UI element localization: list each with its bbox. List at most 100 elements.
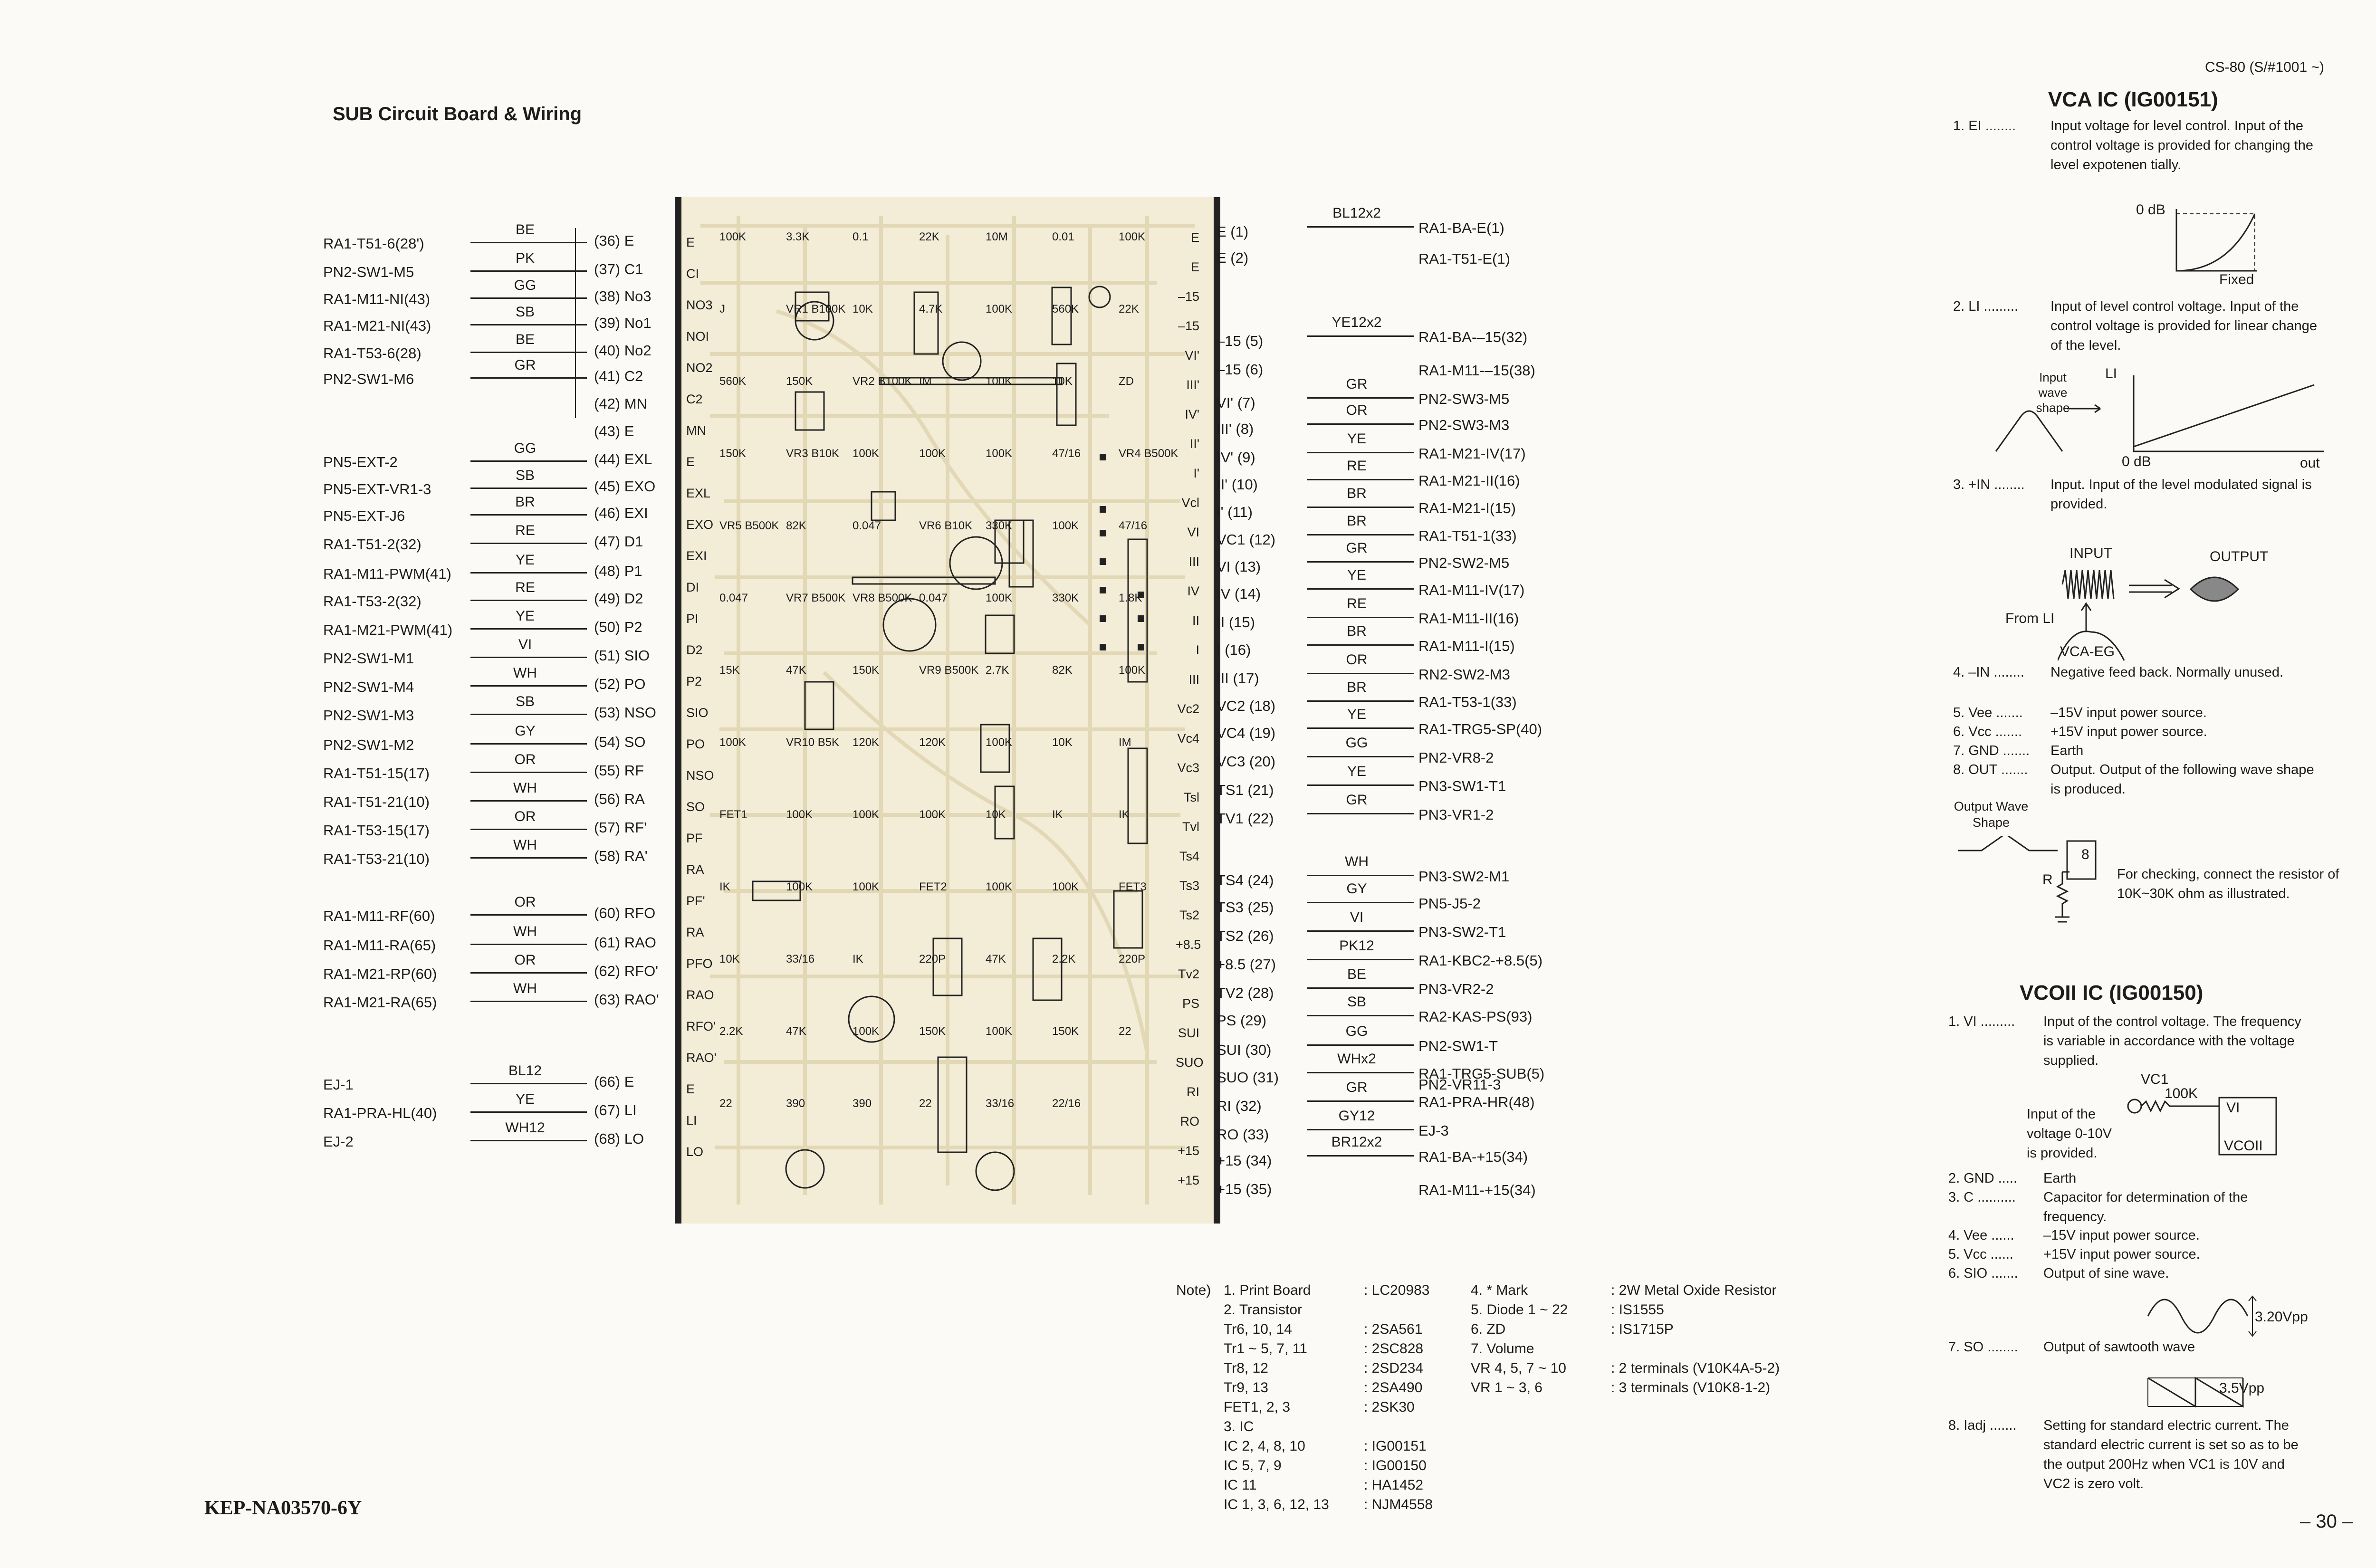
- right-wire-line: [1307, 423, 1414, 425]
- board-part-label: 100K: [853, 880, 880, 893]
- board-part-label: 3.3K: [786, 230, 810, 243]
- board-left-pin: SO: [686, 800, 705, 814]
- note-item: VR 1 ~ 3, 6: [1471, 1380, 1542, 1396]
- vco-item-label: 7. SO ........: [1948, 1339, 2018, 1355]
- right-wire-line: [1307, 700, 1414, 702]
- vco-vc1: VC1: [2141, 1071, 2169, 1087]
- note-value: : HA1452: [1364, 1477, 1424, 1493]
- board-right-pin: Ts4: [1179, 849, 1199, 863]
- vco-item-label: 5. Vcc ......: [1948, 1247, 2013, 1262]
- board-part-label: 560K: [1052, 303, 1079, 316]
- right-wire-destination: PN2-SW1-T: [1418, 1038, 1498, 1054]
- board-part-label: 0.047: [853, 519, 881, 532]
- right-wire-destination: PN3-SW2-M1: [1418, 868, 1510, 885]
- wire-line: [470, 270, 587, 272]
- board-left-pin: NOI: [686, 329, 709, 344]
- board-right-pin: +15: [1178, 1144, 1199, 1158]
- board-left-pin: PF: [686, 831, 703, 845]
- board-left-pin: EXO: [686, 517, 714, 532]
- wire-terminal: (51) SIO: [594, 647, 650, 664]
- right-wire-color: BR: [1347, 513, 1367, 529]
- right-wire-line: [1307, 875, 1414, 876]
- wire-line: [470, 488, 587, 489]
- board-part-label: 150K: [1052, 1025, 1079, 1038]
- board-part-label: 10K: [853, 303, 873, 316]
- right-wire-line: [1307, 1129, 1414, 1130]
- board-part-label: 2.2K: [719, 1025, 743, 1038]
- vca-item-label: 5. Vee .......: [1953, 705, 2023, 720]
- board-part-label: J: [719, 303, 725, 316]
- board-right-pin: Ts2: [1179, 908, 1199, 922]
- wire-destination: RA1-T53-15(17): [323, 822, 430, 839]
- note-item: 7. Volume: [1471, 1341, 1534, 1357]
- wire-destination: PN5-EXT-2: [323, 454, 398, 470]
- right-wire-color: YE: [1347, 764, 1367, 779]
- board-part-label: ZD: [1119, 375, 1134, 388]
- right-wire-destination: RA1-M21-I(15): [1418, 500, 1516, 516]
- wire-color: YE: [515, 1091, 535, 1107]
- vco-item-label: 1. VI .........: [1948, 1014, 2015, 1029]
- board-right-pin: PS: [1182, 996, 1199, 1011]
- board-part-label: 10K: [719, 953, 740, 966]
- board-right-pin: –15: [1178, 319, 1199, 333]
- board-left-pin: LO: [686, 1145, 704, 1159]
- board-left-pin: CI: [686, 267, 699, 281]
- board-part-label: 330K: [986, 519, 1013, 532]
- right-wire-line: [1307, 756, 1414, 757]
- wire-destination: EJ-2: [323, 1133, 354, 1150]
- wire-color: VI: [518, 637, 532, 652]
- page-number: – 30 –: [2300, 1511, 2353, 1532]
- wire-destination: RA1-M21-RA(65): [323, 994, 437, 1011]
- vca-graph-linear-y: LI: [2105, 366, 2117, 382]
- note-item: VR 4, 5, 7 ~ 10: [1471, 1360, 1566, 1376]
- note-value: : IS1715P: [1611, 1321, 1674, 1337]
- board-part-label: 150K: [919, 1025, 946, 1038]
- right-wire-terminal: I (16): [1217, 641, 1251, 658]
- right-wire-terminal: TS1 (21): [1217, 782, 1274, 798]
- right-wire-line: [1307, 959, 1414, 960]
- vca-output-shape-label: Output Wave Shape: [1954, 799, 2029, 830]
- vca-from-li: From LI: [2005, 611, 2055, 626]
- right-wire-color: RE: [1347, 458, 1367, 474]
- vca-check-note: For checking, connect the resistor of 10…: [2117, 867, 2339, 901]
- note-item: IC 1, 3, 6, 12, 13: [1224, 1497, 1329, 1512]
- board-part-label: 120K: [853, 736, 880, 749]
- right-wire-terminal: VC4 (19): [1217, 725, 1276, 741]
- right-wire-line: [1307, 617, 1414, 618]
- board-right-pin: +8.5: [1176, 937, 1201, 952]
- right-wire-line: [1307, 1100, 1414, 1102]
- vca-item-text: Input of level control voltage. Input of…: [2050, 299, 2317, 353]
- right-wire-line: [1307, 335, 1414, 337]
- board-part-label: 100K: [853, 808, 880, 821]
- board-part-label: 100K: [986, 736, 1013, 749]
- board-left-pin: NSO: [686, 768, 714, 783]
- vco-item-label: 2. GND .....: [1948, 1171, 2018, 1186]
- right-wire-terminal: SUI (30): [1217, 1042, 1272, 1058]
- board-part-label: 220P: [919, 953, 946, 966]
- vca-item-text: Input. Input of the level modulated sign…: [2050, 477, 2312, 512]
- vca-item-label: 4. –IN ........: [1953, 665, 2024, 680]
- board-part-label: 560K: [719, 375, 747, 388]
- right-wire-terminal: IV' (9): [1217, 449, 1255, 466]
- notes-heading: Note): [1176, 1282, 1211, 1298]
- wire-bundle-bracket: [575, 228, 576, 418]
- board-right-pin: III: [1188, 672, 1199, 687]
- wire-terminal: (41) C2: [594, 368, 643, 384]
- wire-line: [470, 1140, 587, 1141]
- vca-item-label: 8. OUT .......: [1953, 762, 2028, 777]
- right-wire-terminal: E (1): [1217, 223, 1249, 240]
- board-part-label: 22/16: [1052, 1097, 1081, 1110]
- board-part-label: 100K: [919, 808, 946, 821]
- right-wire-destination: RA1-KBC2-+8.5(5): [1418, 952, 1543, 969]
- vca-input-wave-label: Input wave shape: [2036, 370, 2070, 415]
- board-right-pin: Tsl: [1184, 790, 1199, 804]
- wire-line: [470, 743, 587, 745]
- wire-terminal: (45) EXO: [594, 478, 656, 495]
- vca-item-text: Negative feed back. Normally unused.: [2050, 665, 2284, 680]
- wire-color: RE: [515, 523, 535, 538]
- board-right-pin: VI': [1185, 348, 1199, 363]
- board-part-label: 100K: [986, 303, 1013, 316]
- board-part-label: 150K: [786, 375, 813, 388]
- right-wire-terminal: +8.5 (27): [1217, 956, 1276, 973]
- note-item: IC 5, 7, 9: [1224, 1458, 1282, 1473]
